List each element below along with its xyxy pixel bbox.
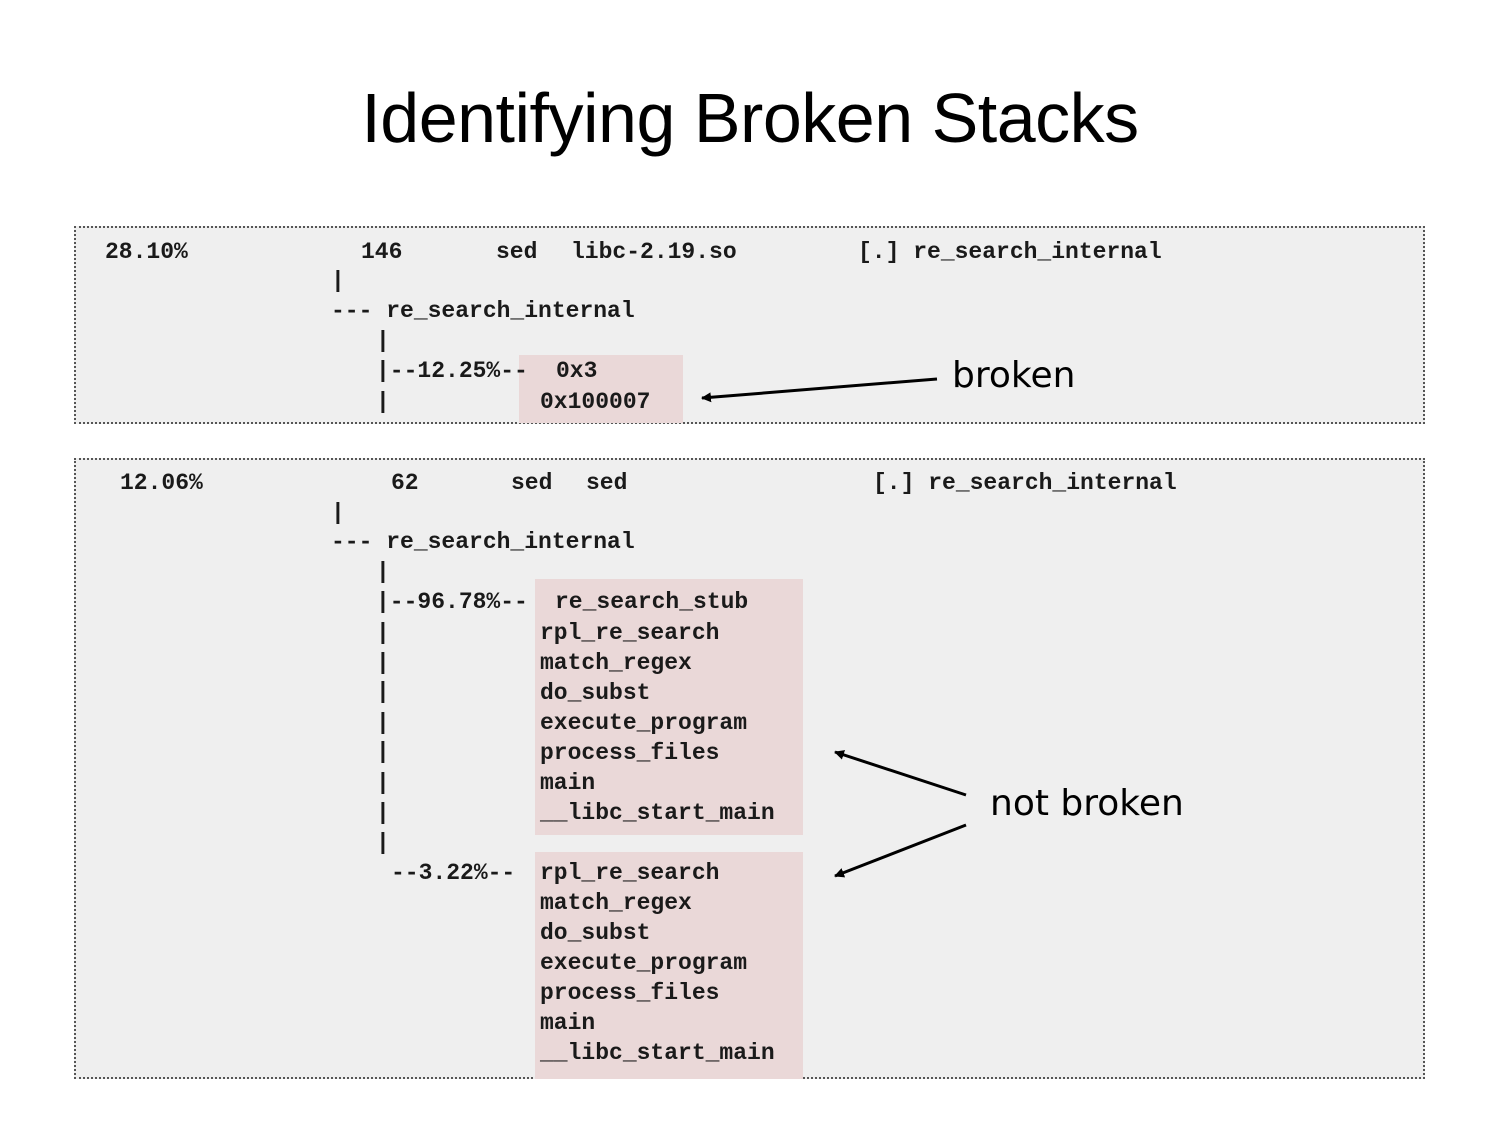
p2-pipe: | [376,710,390,736]
broken-arrow [701,377,938,403]
p2-branch1-frame: do_subst [540,680,651,706]
p2-branch1-frame: re_search_stub [555,589,749,615]
p2-branch2-stack: rpl_re_search match_regex do_subst execu… [540,858,775,1068]
p2-object: sed [586,470,628,496]
p2-vbar: | [331,500,345,526]
branch1-highlight [535,579,803,835]
p1-vbar: | [331,268,345,294]
broken-annotation: broken [952,355,1076,396]
p2-pipe: | [376,679,390,705]
p2-branch2-frame: match_regex [540,890,692,916]
p2-branch2-frame: main [540,1010,596,1036]
p2-branch2-frame: do_subst [540,920,651,946]
p1-frame: 0x3 [556,358,598,384]
p2-samples: 62 [391,470,419,496]
p2-branch2-frame: execute_program [540,950,748,976]
p2-pipe: | [376,650,390,676]
p2-branch2-frame: process_files [540,980,720,1006]
p1-root: --- re_search_internal [331,298,635,324]
p2-branch1-frame: execute_program [540,710,748,736]
p2-branch2-frame: __libc_start_main [540,1040,775,1066]
p1-object: libc-2.19.so [571,239,737,265]
not-broken-arrow-upper [834,750,967,797]
p2-branch1-stack: rpl_re_search match_regex do_subst execu… [540,618,775,828]
p1-frame: 0x100007 [540,389,651,415]
branch2-highlight [535,852,803,1079]
p2-pipe: | [376,739,390,765]
p2-pipe: | [376,830,390,856]
p1-symbol: [.] re_search_internal [858,239,1162,265]
p2-branch1-frame: rpl_re_search [540,620,720,646]
p1-branch-pipe: | [376,328,390,354]
panel-broken-stack [74,226,1425,424]
p2-command: sed [511,470,553,496]
p1-command: sed [496,239,538,265]
not-broken-annotation: not broken [990,783,1184,824]
p2-symbol: [.] re_search_internal [873,470,1177,496]
p2-branch1-frame: main [540,770,596,796]
p2-branch1-frame: __libc_start_main [540,800,775,826]
p2-branch1-frame: match_regex [540,650,692,676]
p2-pipe: | [376,800,390,826]
p2-branch1-pct: |--96.78%-- [376,589,528,615]
p1-overhead: 28.10% [105,239,188,265]
p1-samples: 146 [361,239,403,265]
p1-cont-pipe: | [376,389,390,415]
not-broken-arrow-lower [834,823,967,878]
p2-pipe: | [376,620,390,646]
p2-branch2-pct: --3.22%-- [391,860,516,886]
p2-overhead: 12.06% [120,470,203,496]
p2-pipe: | [376,770,390,796]
broken-frames-highlight [519,355,683,423]
p2-pipe: | [376,559,390,585]
p2-branch2-frame: rpl_re_search [540,860,720,886]
p2-branch1-frame: process_files [540,740,720,766]
p2-root: --- re_search_internal [331,529,635,555]
p1-branch-pct: |--12.25%-- [376,358,528,384]
slide-title: Identifying Broken Stacks [361,79,1139,157]
